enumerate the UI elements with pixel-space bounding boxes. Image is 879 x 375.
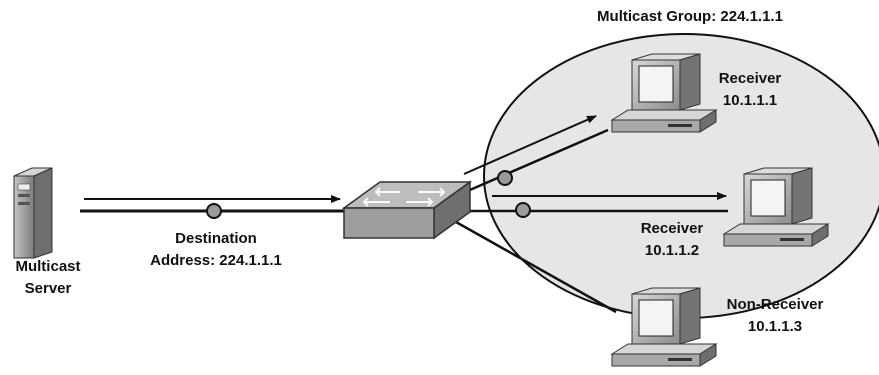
packet-dot-server-link bbox=[206, 203, 222, 219]
nonreceiver-label-line1: Non-Receiver bbox=[726, 296, 824, 313]
server-label: Multicast Server bbox=[0, 256, 96, 300]
receiver1-label: Receiver 10.1.1.1 bbox=[700, 68, 800, 112]
switch-to-nonreceiver-link bbox=[455, 220, 617, 314]
receiver1-label-line1: Receiver bbox=[718, 70, 782, 87]
packet-dot-receiver2-link bbox=[515, 202, 531, 218]
packet-dot-receiver1-link bbox=[497, 170, 513, 186]
destination-label: Destination Address: 224.1.1.1 bbox=[136, 228, 296, 272]
workstation-icon-nonreceiver bbox=[610, 287, 718, 367]
receiver1-label-line2: 10.1.1.1 bbox=[722, 92, 778, 109]
receiver2-label: Receiver 10.1.1.2 bbox=[622, 218, 722, 262]
flow-arrow-to-receiver1 bbox=[463, 115, 597, 175]
switch-to-receiver1-link bbox=[455, 128, 609, 198]
nonreceiver-label: Non-Receiver 10.1.1.3 bbox=[710, 294, 840, 338]
destination-label-line1: Destination bbox=[175, 230, 257, 247]
server-label-line2: Server bbox=[24, 280, 72, 297]
switch-icon bbox=[341, 180, 473, 240]
server-label-line1: Multicast bbox=[15, 258, 81, 275]
receiver2-label-line2: 10.1.1.2 bbox=[644, 242, 700, 259]
workstation-icon-receiver2 bbox=[722, 167, 830, 247]
multicast-group-label: Multicast Group: 224.1.1.1 bbox=[597, 8, 783, 25]
server-icon bbox=[13, 167, 53, 259]
workstation-icon-receiver1 bbox=[610, 53, 718, 133]
nonreceiver-label-line2: 10.1.1.3 bbox=[747, 318, 803, 335]
traffic-arrows bbox=[84, 115, 727, 203]
destination-label-line2: Address: 224.1.1.1 bbox=[150, 252, 282, 269]
receiver2-label-line1: Receiver bbox=[640, 220, 704, 237]
